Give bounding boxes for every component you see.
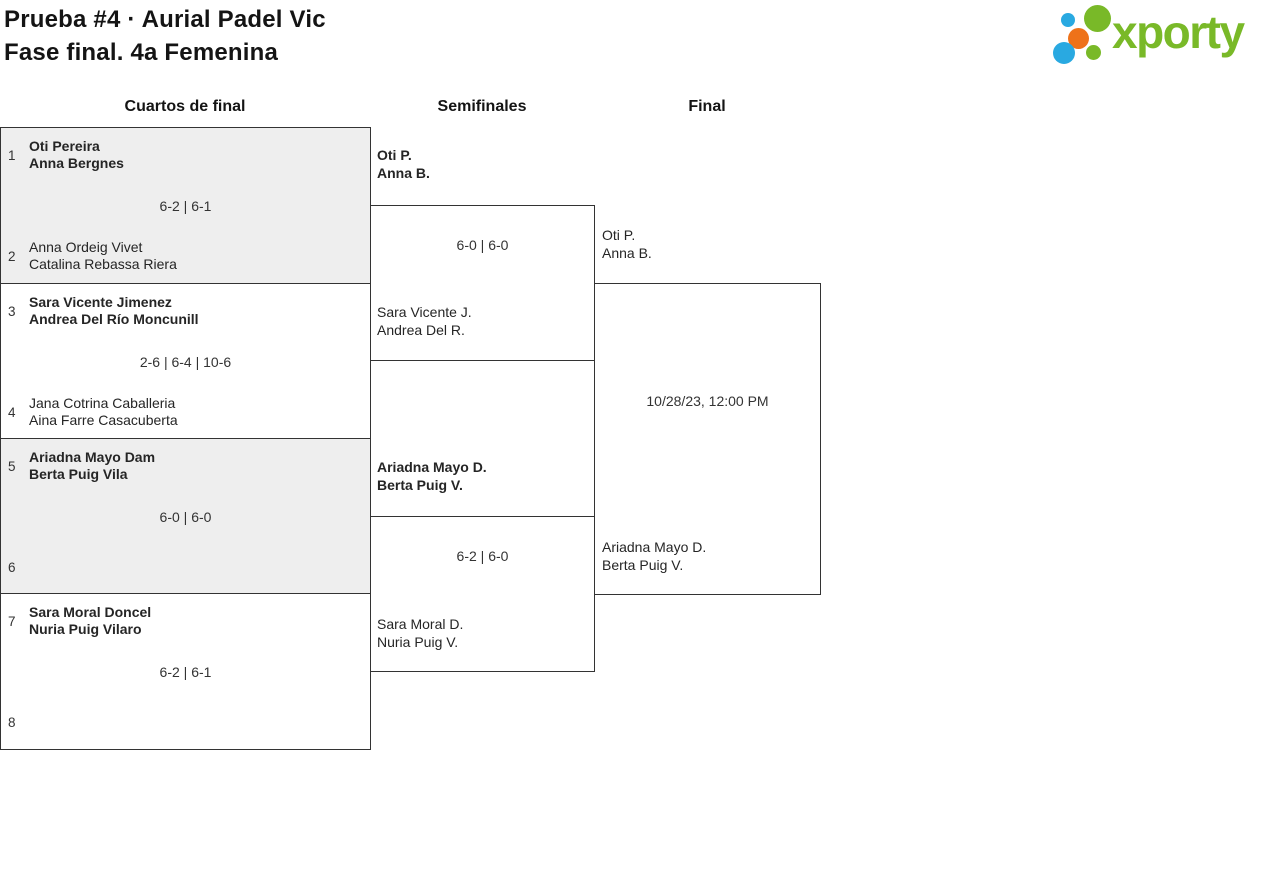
logo-dot-blue-small-icon	[1061, 13, 1075, 27]
round-header-final: Final	[688, 98, 726, 115]
tournament-title: Prueba #4 · Aurial Padel Vic	[4, 6, 326, 33]
player-name: Oti P.	[377, 147, 412, 163]
player-name: Andrea Del R.	[377, 321, 465, 338]
final-team-bottom: Ariadna Mayo D. Berta Puig V.	[602, 539, 706, 574]
team-names: Ariadna Mayo Dam Berta Puig Vila	[29, 449, 155, 484]
team-names: Jana Cotrina Caballeria Aina Farre Casac…	[29, 395, 178, 430]
player-name: Catalina Rebassa Riera	[29, 256, 177, 272]
player-name: Anna B.	[602, 244, 652, 261]
player-name: Oti P.	[602, 227, 636, 243]
match-slot-bottom: 8	[1, 704, 370, 740]
player-name: Andrea Del Río Moncunill	[29, 311, 199, 327]
final-schedule: 10/28/23, 12:00 PM	[646, 393, 769, 409]
logo-dot-blue-large-icon	[1053, 42, 1075, 64]
match-slot-top: 1 Oti Pereira Anna Bergnes	[1, 137, 370, 173]
match-slot-bottom: 6	[1, 549, 370, 585]
semifinal-1-team-top: Oti P. Anna B.	[377, 147, 430, 182]
player-name: Aina Farre Casacuberta	[29, 412, 178, 428]
seed-number: 6	[8, 559, 16, 575]
seed-number: 7	[8, 613, 16, 629]
logo-wordmark: xporty	[1112, 6, 1245, 58]
quarterfinal-match-2[interactable]: 3 Sara Vicente Jimenez Andrea Del Río Mo…	[0, 283, 371, 440]
player-name: Sara Vicente J.	[377, 304, 472, 320]
quarterfinal-match-1[interactable]: 1 Oti Pereira Anna Bergnes 6-2 | 6-1 2 A…	[0, 127, 371, 284]
player-name: Anna B.	[377, 164, 430, 181]
match-score: 2-6 | 6-4 | 10-6	[139, 353, 232, 370]
round-header-semifinals: Semifinales	[437, 98, 527, 115]
final-team-top: Oti P. Anna B.	[602, 227, 652, 262]
player-name: Jana Cotrina Caballeria	[29, 394, 176, 411]
quarterfinal-match-4[interactable]: 7 Sara Moral Doncel Nuria Puig Vilaro 6-…	[0, 593, 371, 750]
player-name: Berta Puig V.	[377, 476, 463, 493]
player-name: Berta Puig V.	[602, 556, 684, 573]
seed-number: 4	[8, 404, 16, 420]
team-names: Sara Vicente Jimenez Andrea Del Río Monc…	[29, 294, 199, 329]
team-names: Anna Ordeig Vivet Catalina Rebassa Riera	[29, 239, 177, 274]
player-name: Berta Puig Vila	[29, 466, 128, 482]
semifinal-1-team-bottom: Sara Vicente J. Andrea Del R.	[377, 304, 472, 339]
page-title: Prueba #4 · Aurial Padel Vic Fase final.…	[4, 3, 326, 69]
match-score: 6-2 | 6-1	[159, 197, 212, 214]
final-match[interactable]	[594, 283, 821, 595]
seed-number: 5	[8, 458, 16, 474]
match-slot-top: 7 Sara Moral Doncel Nuria Puig Vilaro	[1, 603, 370, 639]
match-slot-top: 3 Sara Vicente Jimenez Andrea Del Río Mo…	[1, 293, 370, 329]
player-name: Oti Pereira	[29, 137, 100, 154]
player-name: Anna Ordeig Vivet	[29, 238, 143, 255]
semifinal-2-score: 6-2 | 6-0	[456, 548, 509, 564]
player-name: Sara Vicente Jimenez	[29, 293, 172, 310]
player-name: Sara Moral Doncel	[29, 603, 152, 620]
player-name: Nuria Puig V.	[377, 633, 459, 650]
xporty-logo[interactable]: xporty	[1048, 0, 1280, 72]
player-name: Ariadna Mayo D.	[602, 539, 707, 555]
phase-subtitle: Fase final. 4a Femenina	[4, 39, 279, 66]
match-score: 6-2 | 6-1	[159, 663, 212, 680]
logo-dot-green-large-icon	[1084, 5, 1111, 32]
logo-dot-orange-icon	[1068, 28, 1089, 49]
player-name: Sara Moral D.	[377, 616, 464, 632]
player-name: Nuria Puig Vilaro	[29, 621, 142, 637]
seed-number: 8	[8, 714, 16, 730]
quarterfinal-match-3[interactable]: 5 Ariadna Mayo Dam Berta Puig Vila 6-0 |…	[0, 438, 371, 595]
player-name: Ariadna Mayo Dam	[29, 448, 156, 465]
semifinal-2-team-top: Ariadna Mayo D. Berta Puig V.	[377, 459, 487, 494]
seed-number: 2	[8, 248, 16, 264]
match-slot-top: 5 Ariadna Mayo Dam Berta Puig Vila	[1, 448, 370, 484]
match-score: 6-0 | 6-0	[159, 508, 212, 525]
round-header-quarterfinals: Cuartos de final	[124, 98, 246, 115]
player-name: Anna Bergnes	[29, 155, 124, 171]
match-slot-bottom: 4 Jana Cotrina Caballeria Aina Farre Cas…	[1, 394, 370, 430]
seed-number: 3	[8, 303, 16, 319]
match-slot-bottom: 2 Anna Ordeig Vivet Catalina Rebassa Rie…	[1, 238, 370, 274]
team-names: Sara Moral Doncel Nuria Puig Vilaro	[29, 604, 151, 639]
logo-dot-green-small-icon	[1086, 45, 1101, 60]
seed-number: 1	[8, 147, 16, 163]
semifinal-2-team-bottom: Sara Moral D. Nuria Puig V.	[377, 616, 463, 651]
team-names: Oti Pereira Anna Bergnes	[29, 138, 124, 173]
player-name: Ariadna Mayo D.	[377, 459, 487, 475]
semifinal-1-score: 6-0 | 6-0	[456, 237, 509, 253]
